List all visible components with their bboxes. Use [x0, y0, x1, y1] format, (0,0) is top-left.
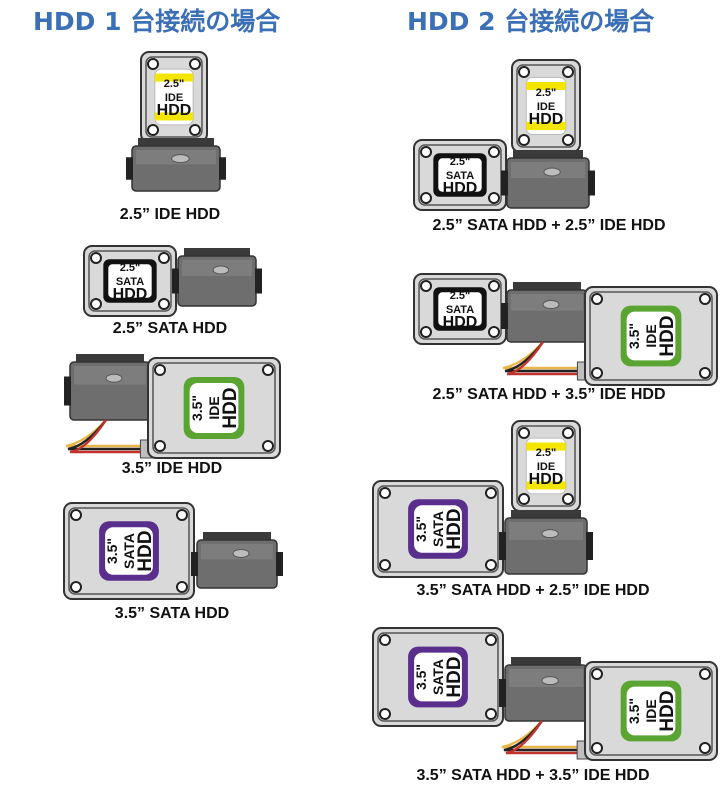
adapter-r2	[501, 282, 594, 381]
svg-text:IDE: IDE	[165, 92, 183, 104]
svg-text:SATA: SATA	[446, 304, 474, 316]
caption-right-3: 3.5” SATA HDD + 2.5” IDE HDD	[416, 582, 650, 599]
svg-text:HDD: HDD	[444, 656, 465, 697]
svg-text:SATA: SATA	[116, 276, 144, 288]
svg-text:IDE: IDE	[643, 699, 659, 722]
svg-text:HDD: HDD	[157, 102, 192, 119]
svg-text:3.5": 3.5"	[104, 538, 120, 564]
svg-text:HDD: HDD	[657, 315, 678, 356]
adapter-l1	[126, 138, 226, 192]
adapter-l4	[191, 532, 283, 589]
svg-text:2.5": 2.5"	[120, 262, 141, 274]
caption-left-2: 2.5” SATA HDD	[112, 320, 228, 337]
svg-text:3.5": 3.5"	[189, 395, 205, 421]
svg-text:2.5": 2.5"	[164, 78, 185, 90]
svg-text:2.5": 2.5"	[536, 87, 557, 99]
svg-text:3.5": 3.5"	[626, 698, 642, 724]
svg-text:IDE: IDE	[537, 101, 555, 113]
svg-text:2.5": 2.5"	[450, 290, 471, 302]
svg-text:HDD: HDD	[657, 690, 678, 731]
svg-text:SATA: SATA	[430, 659, 446, 695]
title-dual-drive: HDD 2 台接続の場合	[407, 7, 655, 36]
svg-text:HDD: HDD	[220, 387, 241, 428]
svg-text:3.5": 3.5"	[413, 516, 429, 542]
caption-right-2: 2.5” SATA HDD + 3.5” IDE HDD	[432, 386, 666, 403]
caption-left-1: 2.5” IDE HDD	[119, 206, 221, 223]
adapter-r3	[499, 510, 593, 575]
power-cable	[502, 341, 594, 381]
svg-text:SATA: SATA	[446, 170, 474, 182]
svg-text:SATA: SATA	[121, 533, 137, 569]
svg-text:3.5": 3.5"	[413, 664, 429, 690]
adapter-l3	[64, 354, 157, 459]
svg-text:HDD: HDD	[444, 508, 465, 549]
caption-left-4: 3.5” SATA HDD	[114, 605, 230, 622]
svg-text:HDD: HDD	[443, 314, 478, 331]
svg-text:2.5": 2.5"	[450, 156, 471, 168]
power-cable	[501, 720, 594, 760]
title-single-drive: HDD 1 台接続の場合	[33, 7, 281, 36]
svg-text:HDD: HDD	[113, 286, 148, 303]
adapter-r4	[499, 657, 594, 760]
power-cable	[65, 419, 157, 459]
svg-text:HDD: HDD	[135, 530, 156, 571]
svg-text:IDE: IDE	[643, 324, 659, 347]
adapter-l2	[172, 248, 262, 307]
caption-right-1: 2.5” SATA HDD + 2.5” IDE HDD	[432, 217, 666, 234]
svg-text:HDD: HDD	[529, 471, 564, 488]
adapter-r1	[501, 150, 595, 209]
caption-left-3: 3.5” IDE HDD	[121, 460, 223, 477]
svg-text:HDD: HDD	[443, 180, 478, 197]
caption-right-4: 3.5” SATA HDD + 3.5” IDE HDD	[416, 767, 650, 784]
svg-text:IDE: IDE	[206, 396, 222, 419]
svg-text:2.5": 2.5"	[536, 447, 557, 459]
svg-text:HDD: HDD	[529, 111, 564, 128]
svg-text:IDE: IDE	[537, 461, 555, 473]
svg-text:SATA: SATA	[430, 511, 446, 547]
svg-text:3.5": 3.5"	[626, 323, 642, 349]
